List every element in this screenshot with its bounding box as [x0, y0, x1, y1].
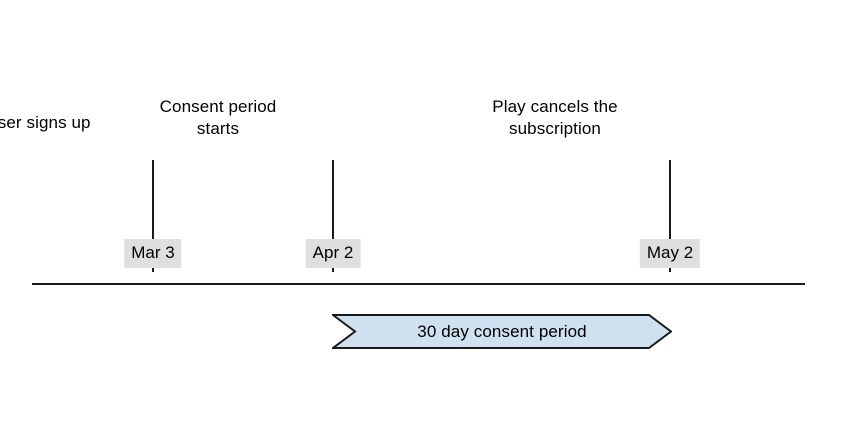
chevron-banner-shape — [332, 314, 672, 349]
consent-period-banner: 30 day consent period — [332, 314, 672, 349]
event-tick-play-cancels-subscription — [669, 160, 671, 272]
consent-period-banner-label: 30 day consent period — [417, 321, 587, 341]
event-label-user-signs-up: User signs up — [0, 113, 91, 132]
event-date-chip-apr-2: Apr 2 — [305, 239, 361, 268]
event-date-chip-may-2: May 2 — [639, 239, 701, 268]
event-tick-consent-period-starts — [332, 160, 334, 272]
event-tick-user-signs-up — [152, 160, 154, 272]
event-date-chip-mar-3: Mar 3 — [124, 239, 182, 268]
event-label-consent-period-starts: Consent period starts — [159, 97, 277, 138]
event-label-play-cancels-subscription: Play cancels the subscription — [492, 97, 618, 138]
timeline-axis — [32, 283, 805, 285]
